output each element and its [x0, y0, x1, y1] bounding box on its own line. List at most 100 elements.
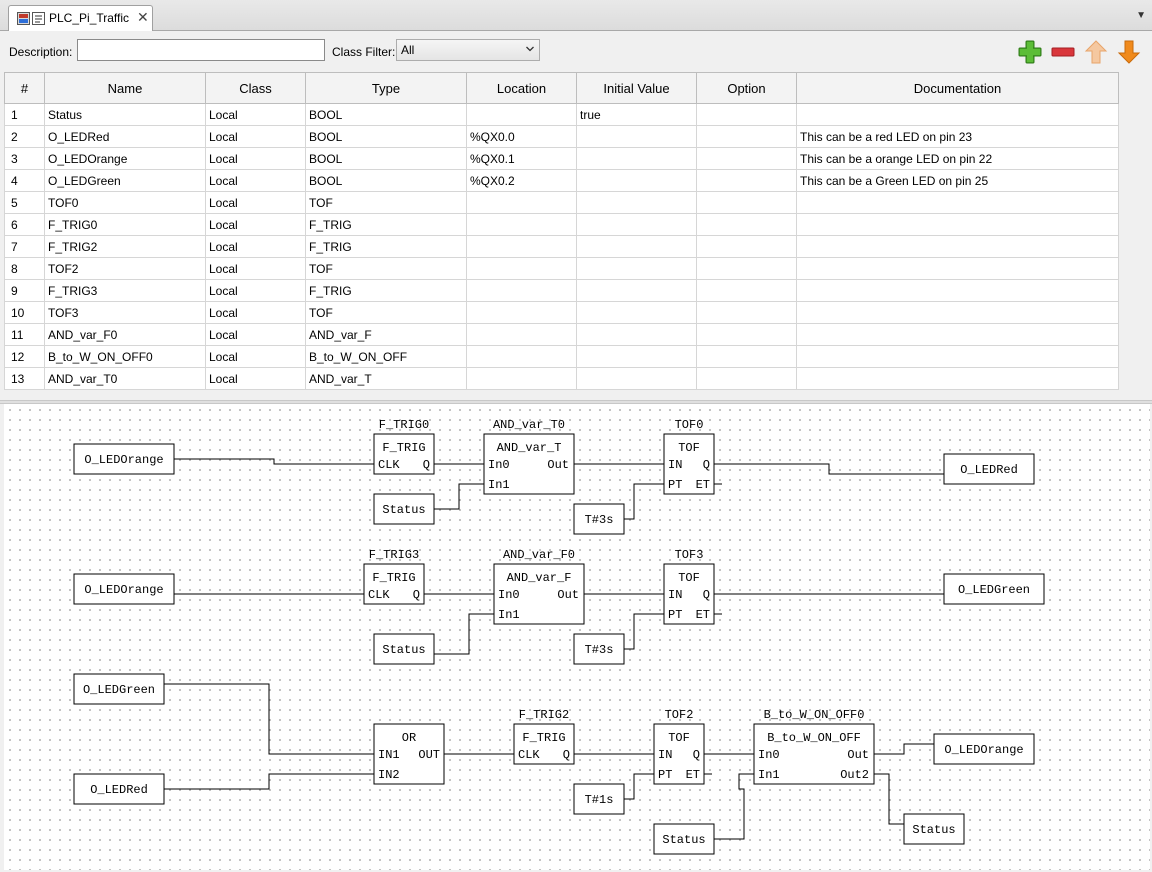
- cell-initial-value[interactable]: [576, 125, 697, 148]
- function-block-or[interactable]: OR IN1 OUT IN2: [373, 723, 445, 785]
- cell-class[interactable]: Local: [205, 367, 306, 390]
- cell-class[interactable]: Local: [205, 301, 306, 324]
- cell-class[interactable]: Local: [205, 191, 306, 214]
- cell-documentation[interactable]: [796, 301, 1119, 324]
- cell-location[interactable]: [466, 257, 577, 280]
- variable-block[interactable]: O_LEDOrange: [73, 573, 175, 605]
- cell-option[interactable]: [696, 191, 797, 214]
- cell-location[interactable]: [466, 301, 577, 324]
- function-block-and-var-t0[interactable]: AND_var_T0 AND_var_T In0 Out In1: [483, 418, 575, 495]
- cell-class[interactable]: Local: [205, 125, 306, 148]
- cell-type[interactable]: BOOL: [305, 125, 467, 148]
- function-block-tof0[interactable]: TOF0 TOF IN Q PT ET: [663, 418, 715, 495]
- cell-documentation[interactable]: [796, 323, 1119, 346]
- cell-location[interactable]: [466, 367, 577, 390]
- cell-type[interactable]: F_TRIG: [305, 213, 467, 236]
- cell-type[interactable]: BOOL: [305, 103, 467, 126]
- cell-type[interactable]: F_TRIG: [305, 235, 467, 258]
- remove-variable-button[interactable]: [1050, 39, 1076, 65]
- cell-location[interactable]: [466, 323, 577, 346]
- cell-initial-value[interactable]: [576, 345, 697, 368]
- cell-type[interactable]: F_TRIG: [305, 279, 467, 302]
- variable-block[interactable]: O_LEDRed: [943, 453, 1035, 485]
- cell-documentation[interactable]: [796, 213, 1119, 236]
- cell-type[interactable]: BOOL: [305, 169, 467, 192]
- cell-documentation[interactable]: [796, 191, 1119, 214]
- cell-location[interactable]: [466, 235, 577, 258]
- function-block-b-to-w-on-off0[interactable]: B_to_W_ON_OFF0 B_to_W_ON_OFF In0 Out In1…: [753, 708, 875, 785]
- cell-option[interactable]: [696, 345, 797, 368]
- cell-initial-value[interactable]: [576, 367, 697, 390]
- cell-initial-value[interactable]: [576, 257, 697, 280]
- cell-location[interactable]: [466, 279, 577, 302]
- column-header-class[interactable]: Class: [205, 72, 306, 104]
- variable-block[interactable]: Status: [653, 823, 715, 855]
- cell-documentation[interactable]: This can be a orange LED on pin 22: [796, 147, 1119, 170]
- cell-type[interactable]: TOF: [305, 301, 467, 324]
- cell-location[interactable]: [466, 103, 577, 126]
- cell-class[interactable]: Local: [205, 257, 306, 280]
- cell-initial-value[interactable]: [576, 279, 697, 302]
- variable-block[interactable]: Status: [373, 493, 435, 525]
- cell-documentation[interactable]: [796, 367, 1119, 390]
- cell-class[interactable]: Local: [205, 169, 306, 192]
- cell-initial-value[interactable]: [576, 301, 697, 324]
- cell-initial-value[interactable]: [576, 191, 697, 214]
- cell-name[interactable]: TOF3: [44, 301, 206, 324]
- cell-type[interactable]: TOF: [305, 191, 467, 214]
- cell-class[interactable]: Local: [205, 323, 306, 346]
- cell-name[interactable]: B_to_W_ON_OFF0: [44, 345, 206, 368]
- cell-initial-value[interactable]: [576, 213, 697, 236]
- cell-location[interactable]: %QX0.1: [466, 147, 577, 170]
- column-header-option[interactable]: Option: [696, 72, 797, 104]
- cell-initial-value[interactable]: [576, 169, 697, 192]
- cell-option[interactable]: [696, 125, 797, 148]
- fbd-diagram-canvas[interactable]: O_LEDOrange F_TRIG0 F_TRIG CLK Q Status …: [4, 404, 1150, 870]
- cell-name[interactable]: O_LEDRed: [44, 125, 206, 148]
- cell-name[interactable]: TOF0: [44, 191, 206, 214]
- cell-class[interactable]: Local: [205, 345, 306, 368]
- cell-name[interactable]: AND_var_T0: [44, 367, 206, 390]
- cell-class[interactable]: Local: [205, 213, 306, 236]
- cell-documentation[interactable]: [796, 103, 1119, 126]
- cell-type[interactable]: BOOL: [305, 147, 467, 170]
- variable-block[interactable]: T#3s: [573, 503, 625, 535]
- cell-name[interactable]: TOF2: [44, 257, 206, 280]
- add-variable-button[interactable]: [1017, 39, 1043, 65]
- cell-location[interactable]: [466, 213, 577, 236]
- cell-documentation[interactable]: [796, 235, 1119, 258]
- class-filter-select[interactable]: All: [396, 39, 540, 61]
- column-header-location[interactable]: Location: [466, 72, 577, 104]
- panel-splitter[interactable]: [0, 400, 1152, 404]
- cell-class[interactable]: Local: [205, 103, 306, 126]
- cell-class[interactable]: Local: [205, 279, 306, 302]
- cell-name[interactable]: F_TRIG3: [44, 279, 206, 302]
- variable-block[interactable]: Status: [903, 813, 965, 845]
- variable-block[interactable]: T#1s: [573, 783, 625, 815]
- cell-initial-value[interactable]: [576, 235, 697, 258]
- cell-type[interactable]: AND_var_T: [305, 367, 467, 390]
- description-input[interactable]: [77, 39, 325, 61]
- cell-class[interactable]: Local: [205, 235, 306, 258]
- move-down-button[interactable]: [1116, 39, 1142, 65]
- cell-option[interactable]: [696, 169, 797, 192]
- cell-initial-value[interactable]: [576, 147, 697, 170]
- cell-option[interactable]: [696, 301, 797, 324]
- cell-type[interactable]: TOF: [305, 257, 467, 280]
- function-block-ftrig3[interactable]: F_TRIG3 F_TRIG CLK Q: [363, 548, 425, 605]
- cell-option[interactable]: [696, 147, 797, 170]
- cell-location[interactable]: %QX0.0: [466, 125, 577, 148]
- column-header-name[interactable]: Name: [44, 72, 206, 104]
- cell-class[interactable]: Local: [205, 147, 306, 170]
- function-block-tof2[interactable]: TOF2 TOF IN Q PT ET: [653, 708, 705, 785]
- cell-documentation[interactable]: [796, 257, 1119, 280]
- variable-block[interactable]: Status: [373, 633, 435, 665]
